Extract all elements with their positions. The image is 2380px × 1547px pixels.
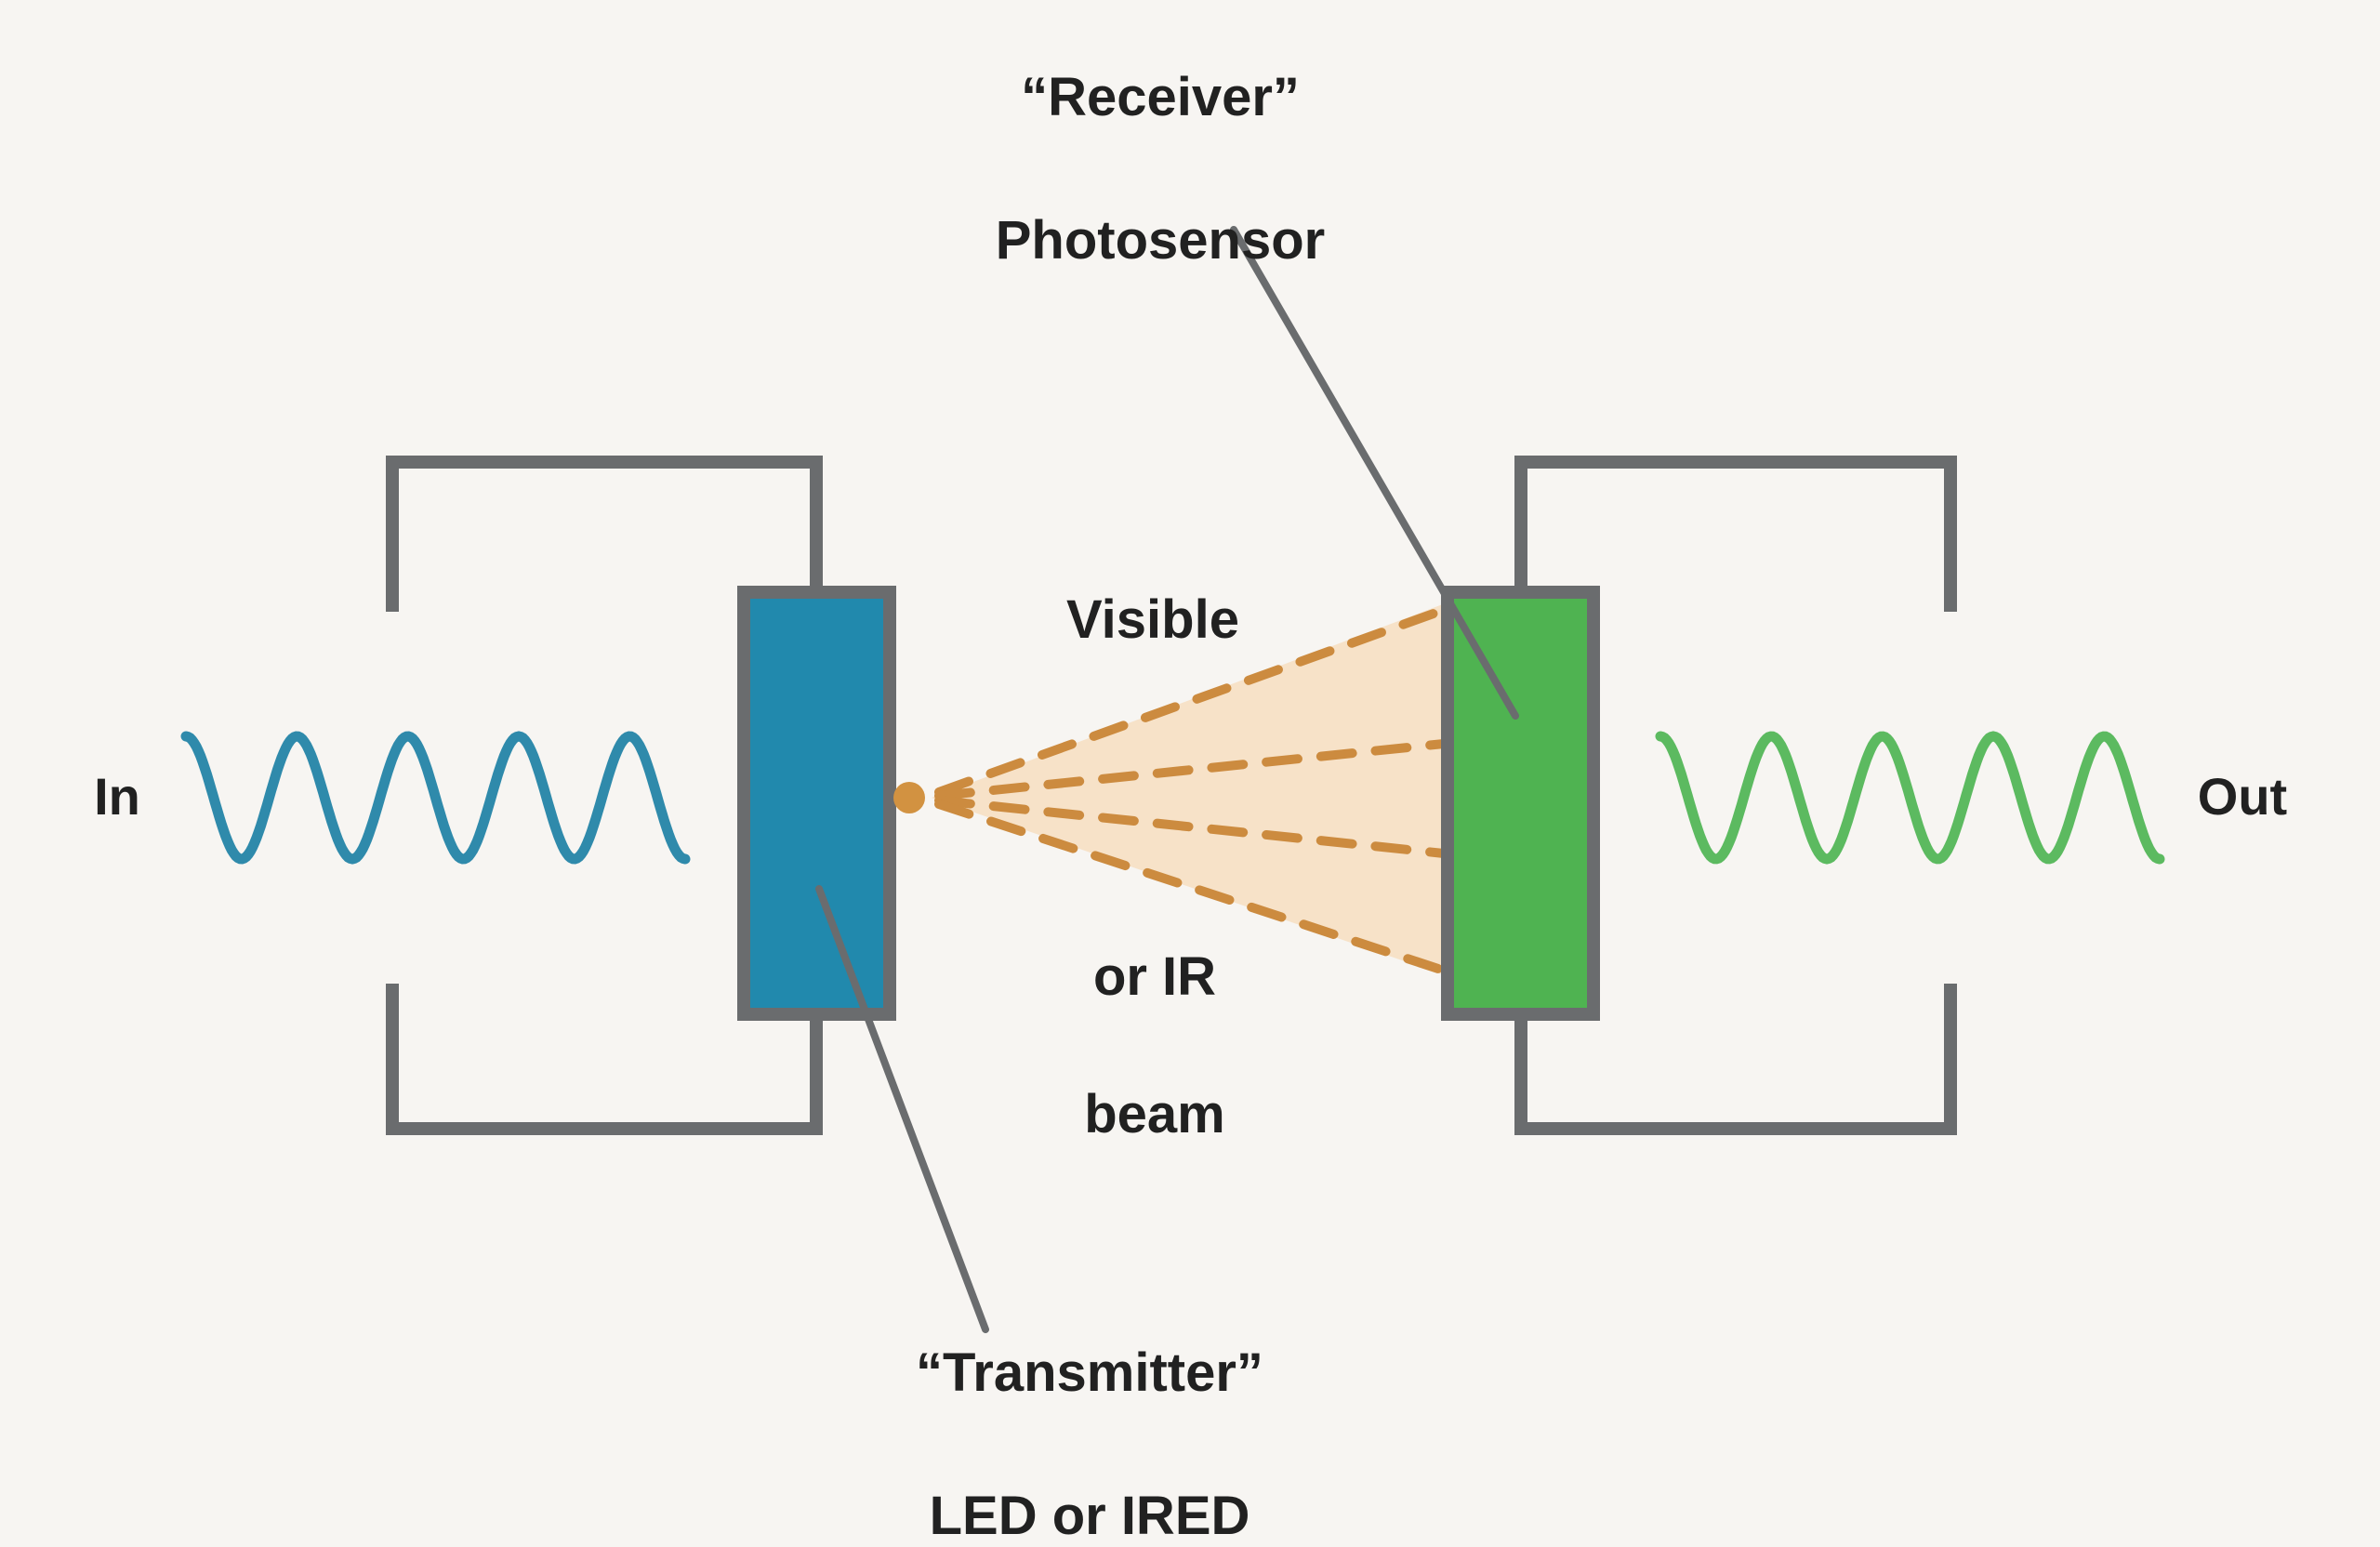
beam-label-ir-line2: beam (1084, 1084, 1225, 1144)
input-circuit-wire (386, 456, 823, 1135)
beam-label-ir: or IR beam (969, 943, 1341, 1149)
beam-ray-1 (934, 605, 1448, 797)
output-sine-wave (1655, 731, 2165, 865)
output-label: Out (2197, 767, 2288, 826)
beam-ray-4 (934, 800, 1448, 975)
output-circuit-wire (1514, 456, 1957, 1135)
input-sine-wave (180, 731, 691, 865)
transmitter-label-line2: LED or IRED (929, 1486, 1250, 1546)
input-wire-bottom (386, 984, 823, 1135)
receiver-leader-line (1230, 226, 1519, 720)
led-emitter-dot (893, 782, 925, 813)
beam-label-visible: Visible (967, 584, 1339, 655)
input-label: In (94, 767, 140, 826)
transmitter-led-rect (737, 586, 896, 1021)
transmitter-leader-line (815, 885, 989, 1333)
beam-ray-2 (934, 739, 1448, 800)
output-wire-bottom (1514, 984, 1957, 1135)
receiver-label-line1: “Receiver” (1021, 67, 1300, 127)
beam-label-ir-line1: or IR (1092, 946, 1217, 1007)
transmitter-label: “Transmitter” LED or IRED (857, 1337, 1322, 1547)
receiver-label-line2: Photosensor (995, 210, 1326, 271)
output-wire-top (1514, 456, 1957, 612)
transmitter-label-line1: “Transmitter” (916, 1342, 1263, 1403)
receiver-photosensor-rect (1441, 586, 1600, 1021)
input-wire-top (386, 456, 823, 612)
beam-label-visible-text: Visible (1066, 589, 1239, 650)
beam-ray-3 (934, 796, 1448, 858)
receiver-label: “Receiver” Photosensor (928, 61, 1393, 276)
light-beam-cone (932, 602, 1448, 976)
dashed-light-rays (934, 605, 1448, 975)
